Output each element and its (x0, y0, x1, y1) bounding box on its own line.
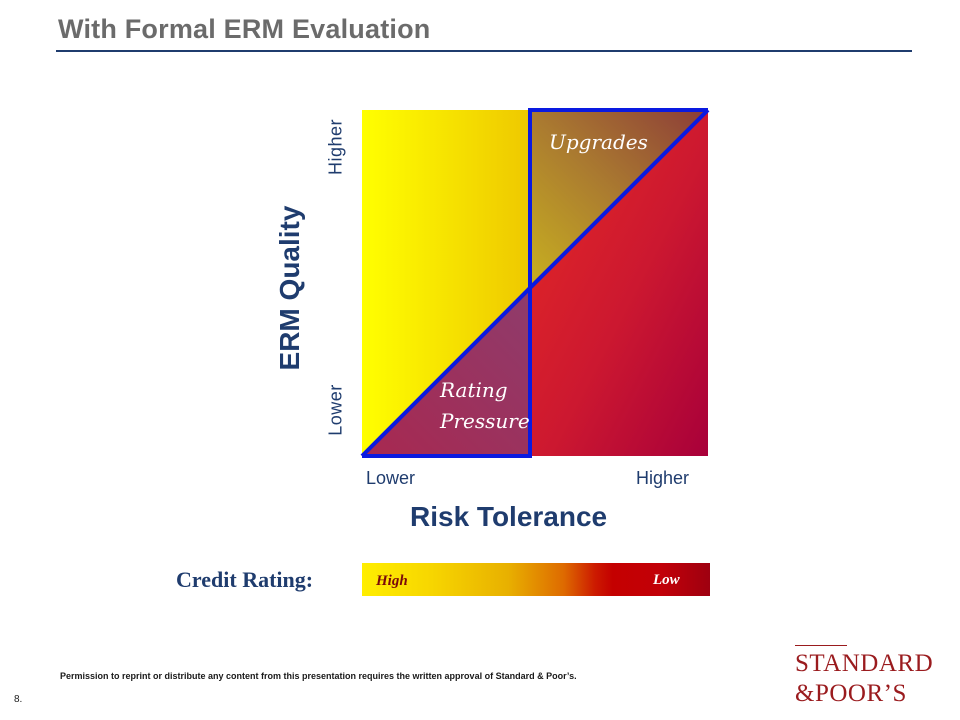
upgrades-outline (528, 108, 708, 285)
title-divider (56, 50, 912, 52)
logo-line-2: &POOR’S (795, 680, 907, 707)
page-number: 8. (14, 694, 23, 705)
credit-rating-high-label: High (376, 573, 408, 589)
x-axis-high-label: Higher (636, 468, 690, 488)
footer-permission-note: Permission to reprint or distribute any … (60, 671, 577, 681)
rating-pressure-outline (362, 285, 532, 458)
credit-rating-label: Credit Rating: (176, 567, 314, 592)
y-axis-low-label: Lower (325, 384, 346, 436)
upgrades-label: Upgrades (549, 130, 648, 154)
logo-top-rule (795, 645, 847, 646)
x-axis-title: Risk Tolerance (410, 501, 608, 532)
y-axis-title: ERM Quality (274, 205, 305, 371)
credit-rating-scale-bar (362, 563, 710, 596)
page-title: With Formal ERM Evaluation (58, 14, 431, 44)
logo-line-1: STANDARD (795, 650, 934, 677)
standard-and-poors-logo: STANDARD &POOR’S (795, 645, 940, 710)
y-axis-high-label: Higher (325, 118, 346, 176)
x-axis-low-label: Lower (366, 468, 416, 488)
rating-pressure-label-line1: Rating (440, 378, 508, 402)
credit-rating-low-label: Low (653, 572, 680, 588)
diagonal-boundary-line (360, 108, 710, 458)
rating-pressure-label-line2: Pressure (440, 409, 530, 433)
